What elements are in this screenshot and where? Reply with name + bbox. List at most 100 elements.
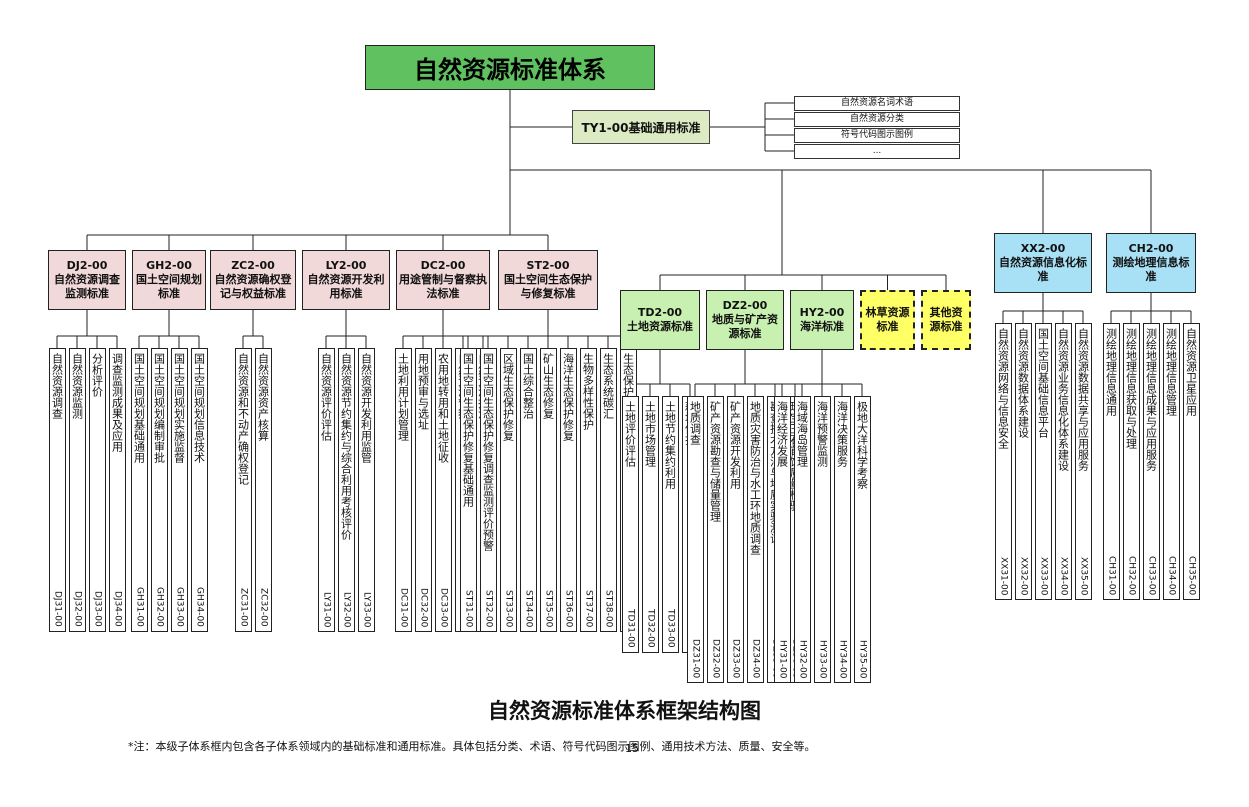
- leaf-title: 土地利用计划管理: [396, 353, 410, 441]
- leaf-title: 自然资源和不动产确权登记: [236, 353, 250, 485]
- category-name: 自然资源调查监测标准: [54, 273, 120, 300]
- leaf-code: XX31-00: [998, 556, 1009, 595]
- leaf-code: ST31-00: [463, 589, 474, 627]
- leaf-title: 测绘地理信息通用: [1104, 328, 1118, 416]
- leaf-code: ST38-00: [603, 589, 614, 627]
- ty-item: 符号代码图示图例: [794, 128, 960, 143]
- leaf-title: 地质调查: [688, 401, 702, 445]
- ty-item: ...: [794, 144, 960, 159]
- standard-leaf: 土地市场管理 TD32-00: [641, 396, 659, 653]
- leaf-code: CH31-00: [1106, 555, 1117, 595]
- category-name: 海洋标准: [799, 320, 844, 333]
- leaf-code: DJ33-00: [92, 591, 103, 627]
- leaf-code: XX34-00: [1058, 556, 1069, 595]
- footnote: *注：本级子体系框内包含各子体系领域内的基础标准和通用标准。具体包括分类、术语、…: [128, 740, 816, 753]
- standard-leaf: 自然资源评价评估 LY31-00: [317, 348, 335, 632]
- category-code: XX2-00: [1020, 242, 1066, 255]
- leaf-code: CH33-00: [1146, 555, 1157, 595]
- leaf-code: HY34-00: [837, 639, 848, 678]
- category-name: 国土空间规划标准: [136, 273, 202, 300]
- leaf-title: 用地预审与选址: [416, 353, 430, 430]
- leaf-title: 区域生态保护修复: [501, 353, 515, 441]
- category-code: TD2-00: [637, 306, 683, 319]
- leaf-code: ST33-00: [503, 589, 514, 627]
- leaf-title: 土地市场管理: [643, 401, 657, 467]
- category-name: 自然资源信息化标准: [999, 256, 1087, 283]
- standard-leaf: 测绘地理信息成果与应用服务 CH33-00: [1142, 323, 1160, 600]
- category-name: 土地资源标准: [627, 320, 693, 333]
- leaf-code: ST36-00: [563, 589, 574, 627]
- leaf-code: HY31-00: [777, 639, 788, 678]
- leaf-title: 自然资源调查: [50, 353, 64, 419]
- root-node: 自然资源标准体系: [365, 45, 655, 90]
- leaf-code: CH32-00: [1126, 555, 1137, 595]
- standard-leaf: 海洋经济发展 HY31-00: [773, 396, 791, 683]
- category-name: 自然资源确权登记与权益标准: [214, 273, 292, 300]
- leaf-code: TD32-00: [645, 609, 656, 648]
- leaf-code: DJ32-00: [72, 591, 83, 627]
- category-code: DC2-00: [420, 259, 466, 272]
- leaf-title: 土地评价评估: [623, 401, 637, 467]
- leaf-code: ST35-00: [543, 589, 554, 627]
- leaf-title: 生物多样性保护: [581, 353, 595, 430]
- leaf-title: 测绘地理信息成果与应用服务: [1144, 328, 1158, 471]
- leaf-title: 自然资源网络与信息安全: [996, 328, 1010, 449]
- leaf-title: 自然资源节约集约与综合利用考核评价: [339, 353, 353, 540]
- leaf-title: 土地节约集约利用: [663, 401, 677, 489]
- category-code: DJ2-00: [66, 259, 108, 272]
- category-node: 其他资源标准: [921, 290, 971, 350]
- leaf-code: HY33-00: [817, 639, 828, 678]
- leaf-title: 调查监测成果及应用: [110, 353, 124, 452]
- leaf-code: DZ33-00: [730, 638, 741, 678]
- leaf-title: 自然资源业务信息化体系建设: [1056, 328, 1070, 471]
- standard-leaf: 分析评价 DJ33-00: [88, 348, 106, 632]
- category-name: 测绘地理信息标准: [1112, 256, 1190, 283]
- category-name: 林草资源标准: [865, 306, 910, 333]
- standard-leaf: 自然资源业务信息化体系建设 XX34-00: [1054, 323, 1072, 600]
- leaf-code: ST37-00: [583, 589, 594, 627]
- leaf-code: LY31-00: [321, 591, 332, 627]
- leaf-title: 农用地转用和土地征收: [436, 353, 450, 463]
- leaf-code: LY32-00: [341, 591, 352, 627]
- leaf-title: 自然资源数据共享与应用服务: [1076, 328, 1090, 471]
- leaf-title: 海洋经济发展: [775, 401, 789, 467]
- leaf-title: 分析评价: [90, 353, 104, 397]
- leaf-title: 自然资源监测: [70, 353, 84, 419]
- category-code: ST2-00: [526, 259, 570, 272]
- leaf-code: DZ34-00: [750, 638, 761, 678]
- ty-node: TY1-00基础通用标准: [572, 110, 710, 144]
- category-name: 地质与矿产资源标准: [712, 313, 778, 340]
- category-name: 其他资源标准: [929, 306, 963, 333]
- leaf-code: ZC32-00: [258, 588, 269, 627]
- leaf-title: 自然资源评价评估: [319, 353, 333, 441]
- leaf-code: LY33-00: [361, 591, 372, 627]
- leaf-title: 国土空间规划基础通用: [132, 353, 146, 463]
